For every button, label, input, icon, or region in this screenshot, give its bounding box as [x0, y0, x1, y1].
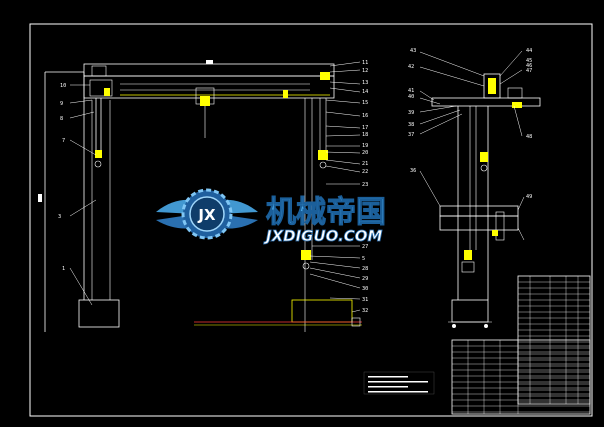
gear-emblem-icon: JX	[156, 188, 258, 240]
part-label: 18	[362, 132, 368, 138]
emblem-text: JX	[197, 206, 216, 224]
part-label: 14	[362, 89, 368, 95]
part-label: 42	[408, 64, 414, 70]
part-label: 8	[60, 116, 63, 122]
part-label: 10	[60, 83, 66, 89]
part-label: 38	[408, 122, 414, 128]
part-label: 49	[526, 194, 532, 200]
part-label: 23	[362, 182, 368, 188]
part-label: 41	[408, 88, 414, 94]
side-view	[431, 73, 541, 328]
part-label: 44	[526, 48, 532, 54]
part-label: 3	[58, 214, 61, 220]
part-label: 15	[362, 100, 368, 106]
part-label: 36	[410, 168, 416, 174]
leaders-right	[419, 50, 525, 241]
watermark-subtitle: JXDIGUO.COM	[263, 227, 383, 245]
part-label: 7	[62, 138, 65, 144]
part-label: 31	[362, 297, 368, 303]
front-view	[44, 63, 362, 332]
part-label: 32	[362, 308, 368, 314]
part-label: 11	[362, 60, 368, 66]
part-label: 46	[526, 63, 532, 69]
part-label: 37	[408, 132, 414, 138]
part-label: 30	[362, 286, 368, 292]
part-label: 16	[362, 113, 368, 119]
part-label: 9	[60, 101, 63, 107]
part-label: 29	[362, 276, 368, 282]
part-label: 45	[526, 58, 532, 64]
side-mark	[38, 194, 42, 202]
part-label: 20	[362, 150, 368, 156]
part-label: 13	[362, 80, 368, 86]
leaders-center	[309, 61, 361, 313]
part-label: 47	[526, 68, 532, 74]
part-label: 17	[362, 125, 368, 131]
part-label: 28	[362, 266, 368, 272]
part-label: 39	[408, 110, 414, 116]
part-label: 5	[362, 256, 365, 262]
part-label: 43	[410, 48, 416, 54]
top-mark	[206, 60, 213, 64]
watermark-title: 机械帝国	[266, 195, 386, 230]
part-label: 19	[362, 143, 368, 149]
part-label: 1	[62, 266, 65, 272]
part-label: 21	[362, 161, 368, 167]
parts-list-table	[451, 275, 591, 415]
part-label: 27	[362, 244, 368, 250]
watermark-logo: JX 机械帝国 JXDIGUO.COM	[156, 188, 387, 245]
part-number-labels: 1098731111213141516171819202122232752829…	[58, 48, 532, 314]
drawing-border	[29, 23, 593, 417]
part-label: 40	[408, 94, 414, 100]
part-label: 12	[362, 68, 368, 74]
part-label: 48	[526, 134, 532, 140]
part-label: 22	[362, 169, 368, 175]
technical-notes	[363, 371, 435, 395]
leaders-left	[69, 84, 97, 306]
